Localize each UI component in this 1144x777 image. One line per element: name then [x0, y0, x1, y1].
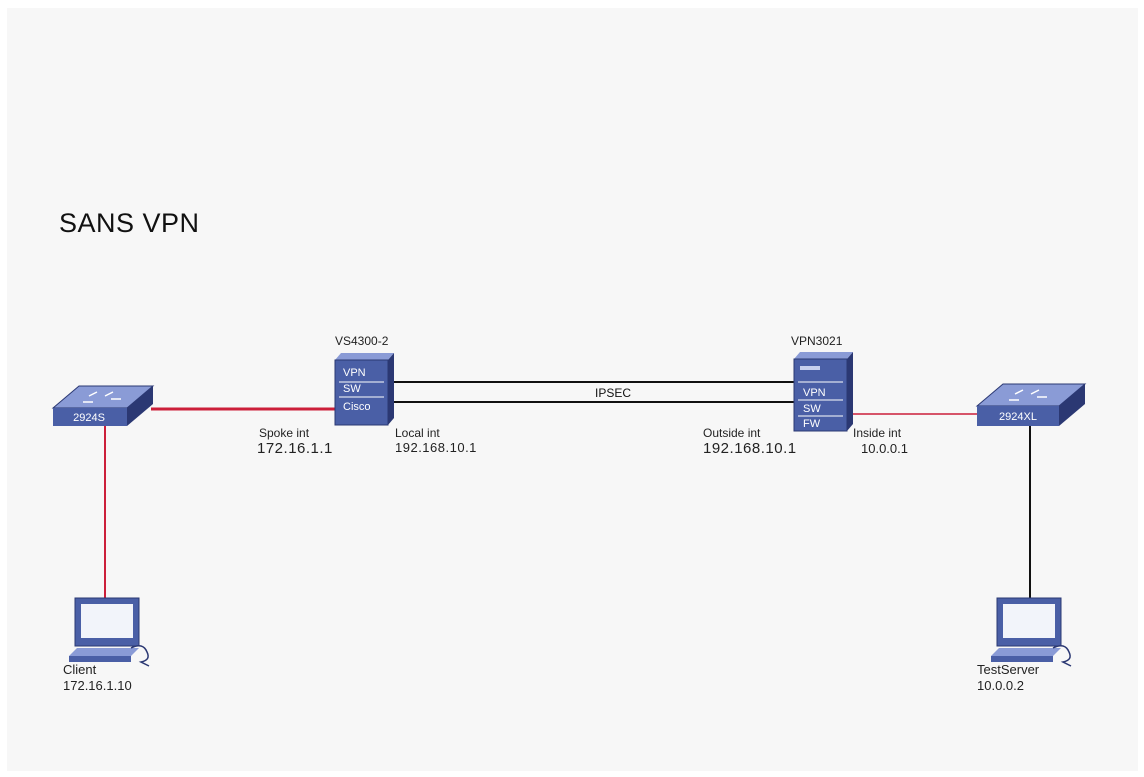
vpn-right-name: VPN3021 [791, 334, 843, 348]
local-int-ip: 192.168.10.1 [395, 440, 477, 455]
spoke-int-label: Spoke int [259, 426, 310, 440]
switch-right-label: 2924XL [999, 411, 1037, 423]
outside-int-ip: 192.168.10.1 [703, 440, 797, 457]
vpn-left-row-2: SW [343, 383, 361, 395]
server-ip: 10.0.0.2 [977, 678, 1024, 693]
vpn-left-icon [334, 353, 394, 426]
vpn-right-icon [793, 352, 853, 432]
inside-int-ip: 10.0.0.1 [861, 441, 908, 456]
inside-int-label: Inside int [853, 426, 902, 440]
client-name: Client [63, 662, 97, 677]
network-diagram: IPSEC 2924S 2924XL VPN SW Cisco [51, 352, 1087, 667]
vpn-left-name: VS4300-2 [335, 334, 389, 348]
tunnel-label: IPSEC [595, 386, 631, 400]
vpn-left-row-3: Cisco [343, 401, 371, 413]
client-ip: 172.16.1.10 [63, 678, 132, 693]
diagram-title: SANS VPN [59, 208, 200, 238]
vpn-left-row-1: VPN [343, 367, 366, 379]
server-computer-icon [991, 597, 1072, 667]
vpn-right-row-1: VPN [803, 387, 826, 399]
vpn-right-row-2: SW [803, 403, 821, 415]
switch-right-icon [975, 383, 1087, 426]
spoke-int-ip: 172.16.1.1 [257, 440, 333, 457]
client-computer-icon [69, 597, 150, 667]
vpn-right-row-3: FW [803, 418, 821, 430]
switch-left-label: 2924S [73, 412, 105, 424]
switch-left-icon [51, 385, 155, 426]
server-name: TestServer [977, 662, 1040, 677]
diagram-canvas: SANS VPN IPSEC 2924S 2924XL [7, 8, 1138, 771]
outside-int-label: Outside int [703, 426, 761, 440]
local-int-label: Local int [395, 426, 440, 440]
